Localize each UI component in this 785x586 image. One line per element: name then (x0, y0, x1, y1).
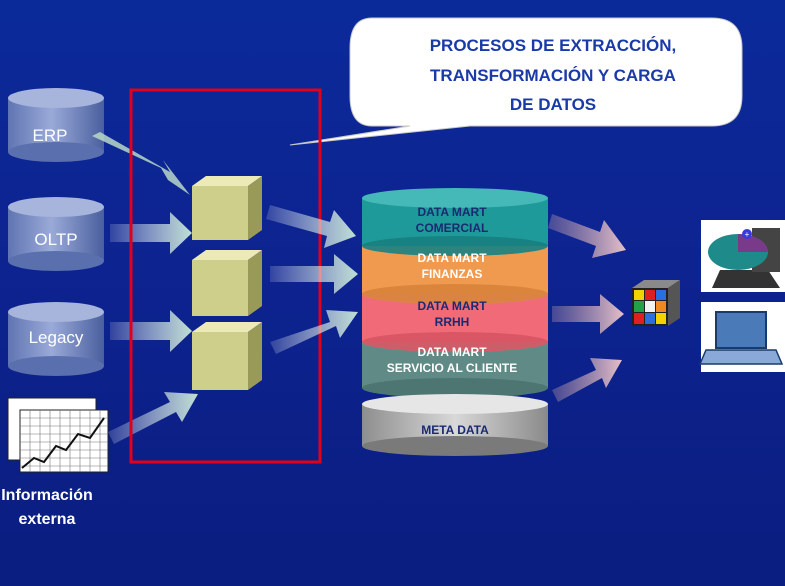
source-label-erp: ERP (33, 126, 68, 145)
svg-text:+: + (745, 230, 750, 239)
mart-servicio-line-1: DATA MART (417, 345, 487, 359)
source-label-oltp: OLTP (34, 230, 77, 249)
mart-rrhh-line-2: RRHH (435, 315, 470, 329)
etl-cube-2 (192, 250, 262, 316)
meta-data-label: META DATA (421, 423, 489, 437)
input-arrows (92, 132, 198, 444)
mart-rrhh-line-1: DATA MART (417, 299, 487, 313)
mart-comercial-line-2: COMERCIAL (416, 221, 489, 235)
meta-data-cylinder: META DATA (362, 394, 548, 456)
source-legacy: Legacy (8, 302, 104, 376)
source-label-legacy: Legacy (29, 328, 84, 347)
laptop-icon (698, 302, 785, 372)
external-label-line-2: externa (19, 511, 76, 528)
source-oltp: OLTP (8, 197, 104, 271)
mart-comercial-line-1: DATA MART (417, 205, 487, 219)
external-label-line-1: Información (1, 487, 93, 504)
data-mart-stack (362, 188, 548, 398)
callout-line-2: TRANSFORMACIÓN Y CARGA (430, 66, 676, 85)
mart-finanzas-line-2: FINANZAS (422, 267, 483, 281)
output-arrows (548, 214, 626, 402)
callout-line-1: PROCESOS DE EXTRACCIÓN, (430, 36, 677, 55)
callout-line-3: DE DATOS (510, 95, 596, 114)
rubik-cube-icon (632, 280, 680, 326)
etl-to-mart-arrows (266, 205, 358, 354)
laptop-pie-chart-icon: + (701, 220, 785, 292)
mart-finanzas-line-1: DATA MART (417, 251, 487, 265)
external-chart-icon (7, 397, 109, 473)
etl-cube-3 (192, 322, 262, 390)
etl-callout: PROCESOS DE EXTRACCIÓN, TRANSFORMACIÓN Y… (289, 17, 743, 146)
source-erp: ERP (8, 88, 104, 162)
mart-servicio-line-2: SERVICIO AL CLIENTE (387, 361, 517, 375)
etl-cube-1 (192, 176, 262, 240)
